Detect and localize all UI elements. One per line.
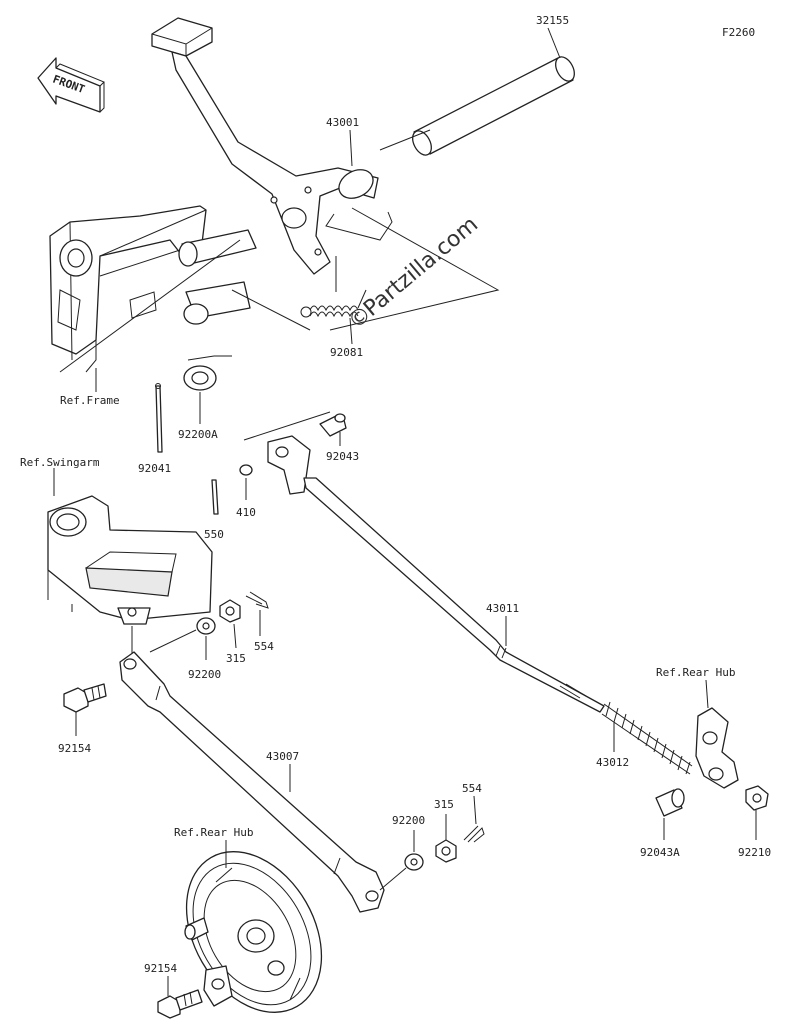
washer-410 xyxy=(239,464,253,476)
part-410: 410 xyxy=(236,506,256,519)
frame-section xyxy=(49,205,257,373)
figure-code: F2260 xyxy=(722,26,755,39)
ref-rear-hub-lower: Ref.Rear Hub xyxy=(174,826,253,839)
clip-554-upper xyxy=(245,591,269,609)
swingarm-section xyxy=(47,495,213,625)
part-315-upper: 315 xyxy=(226,652,246,665)
part-43007: 43007 xyxy=(266,750,299,763)
part-92154-upper: 92154 xyxy=(58,742,91,755)
part-92043: 92043 xyxy=(326,450,359,463)
part-92041: 92041 xyxy=(138,462,171,475)
part-32155: 32155 xyxy=(536,14,569,27)
part-550: 550 xyxy=(204,528,224,541)
tension-rod xyxy=(119,651,385,913)
ref-rear-hub-right: Ref.Rear Hub xyxy=(656,666,735,679)
rear-hub-arm xyxy=(695,707,739,789)
part-92081: 92081 xyxy=(330,346,363,359)
brake-rod xyxy=(267,435,605,713)
part-315-lower: 315 xyxy=(434,798,454,811)
brake-pedal xyxy=(151,17,379,275)
pivot-shaft xyxy=(412,56,575,156)
pin-92041 xyxy=(155,385,163,453)
part-92200-upper: 92200 xyxy=(188,668,221,681)
part-554-upper: 554 xyxy=(254,640,274,653)
part-92154-lower: 92154 xyxy=(144,962,177,975)
ref-swingarm: Ref.Swingarm xyxy=(20,456,100,469)
return-spring xyxy=(300,256,367,318)
rear-hub-drum xyxy=(184,851,323,1013)
clip-554-lower xyxy=(463,825,485,843)
part-43012: 43012 xyxy=(596,756,629,769)
ref-frame: Ref.Frame xyxy=(60,394,120,407)
part-92043a: 92043A xyxy=(640,846,680,859)
watermark: © Partzilla.com xyxy=(344,212,483,334)
part-43011: 43011 xyxy=(486,602,519,615)
part-43001: 43001 xyxy=(326,116,359,129)
front-arrow-icon: FRONT xyxy=(37,57,105,113)
bolt-92154-upper xyxy=(63,683,107,713)
part-554-lower: 554 xyxy=(462,782,482,795)
part-92210: 92210 xyxy=(738,846,771,859)
part-92200a: 92200A xyxy=(178,428,218,441)
bolt-92154-lower xyxy=(157,989,203,1019)
rod-spring xyxy=(601,701,693,775)
cotter-550 xyxy=(211,479,219,515)
part-92200-lower: 92200 xyxy=(392,814,425,827)
watermark-text: Partzilla.com xyxy=(359,212,483,322)
